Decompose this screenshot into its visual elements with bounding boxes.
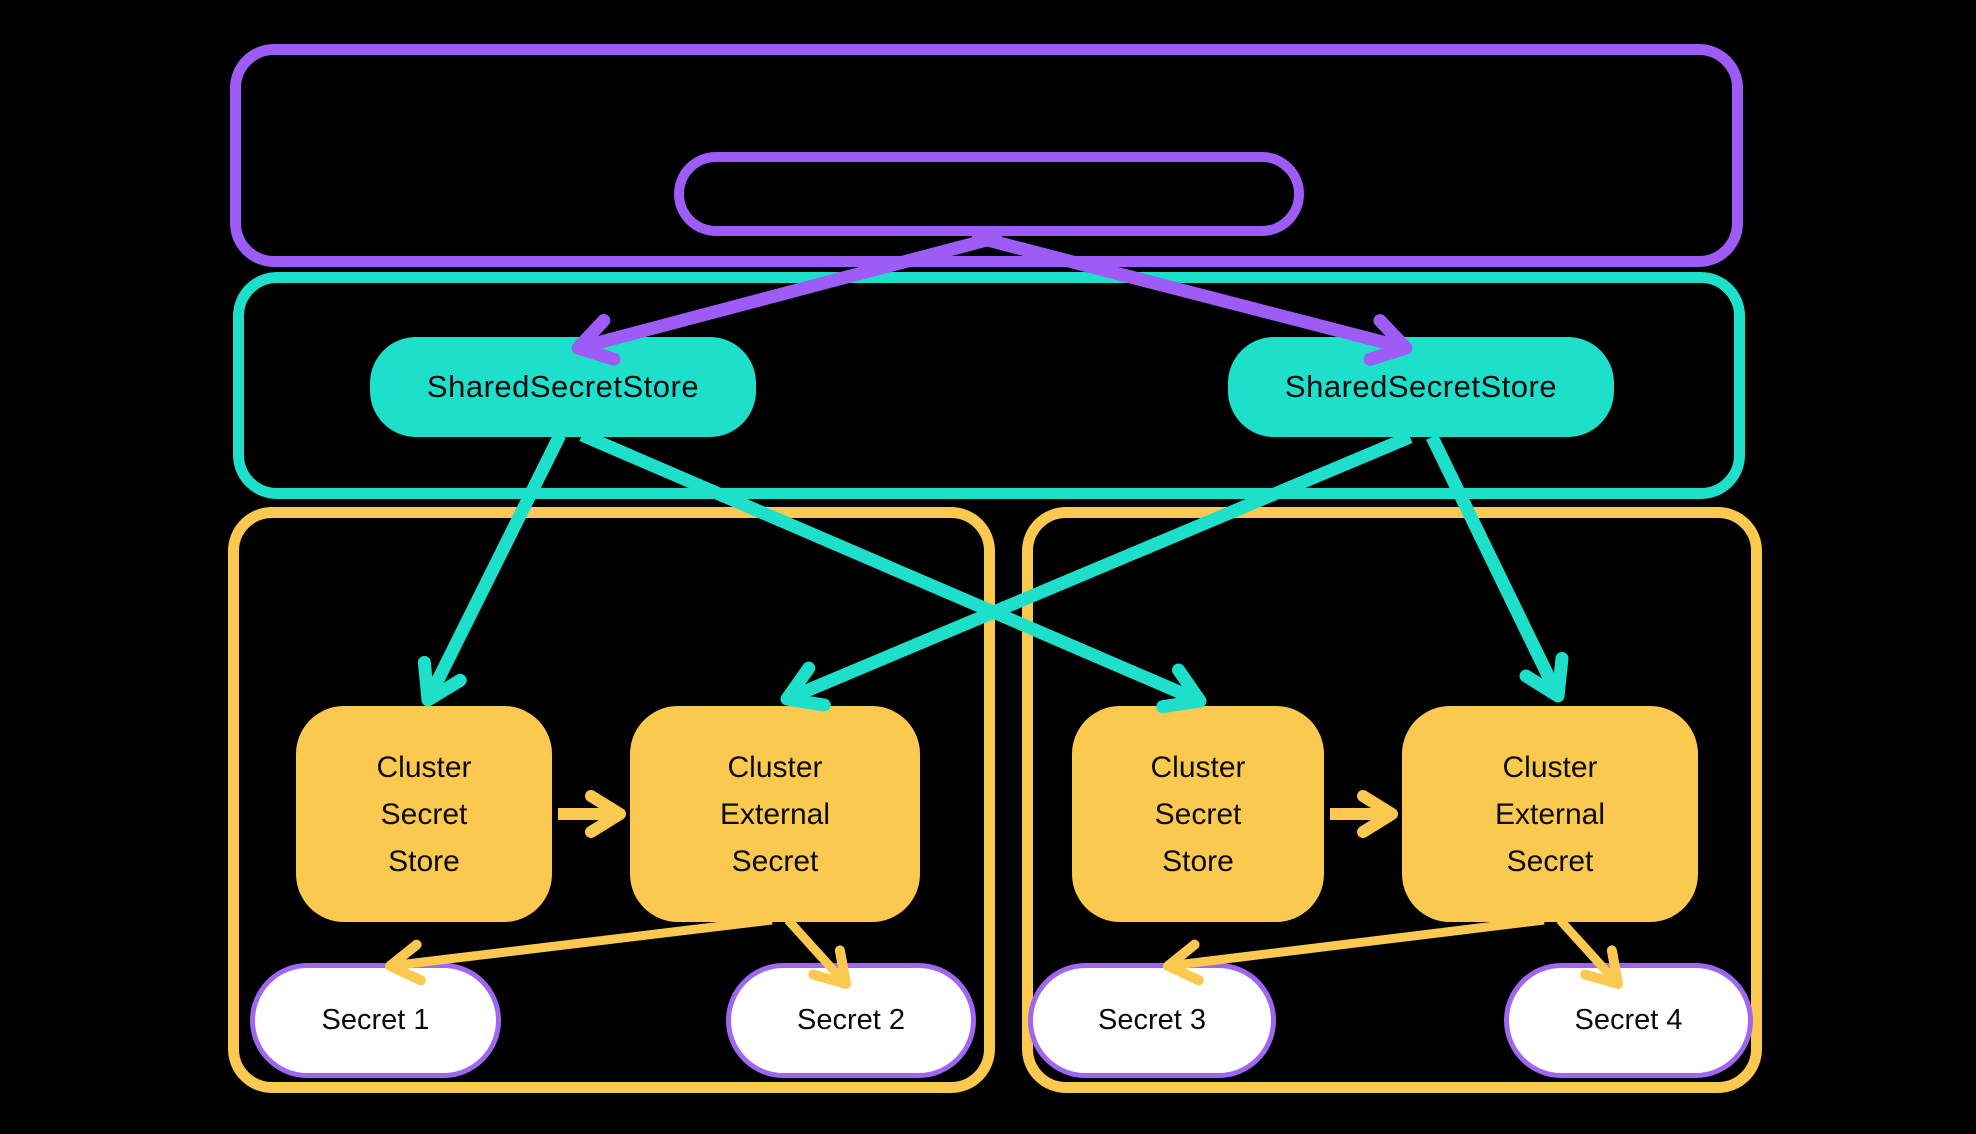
shared-secret-store-left: SharedSecretStore — [370, 337, 756, 437]
shared-secret-store-right: SharedSecretStore — [1228, 337, 1614, 437]
shared-secret-store-left-label: SharedSecretStore — [426, 369, 700, 404]
secret-4-label: Secret 4 — [1574, 1004, 1683, 1036]
secret-3: Secret 3 — [1028, 963, 1276, 1078]
secret-2-label: Secret 2 — [797, 1004, 905, 1036]
cluster-left-external-secret-label: Cluster External Secret — [719, 750, 831, 878]
management-pill — [674, 152, 1304, 236]
secret-2: Secret 2 — [726, 963, 976, 1078]
secret-1: Secret 1 — [250, 963, 501, 1078]
secret-1-label: Secret 1 — [321, 1004, 430, 1036]
cluster-left-secret-store: Cluster Secret Store — [296, 706, 552, 922]
cluster-left-secret-store-label: Cluster Secret Store — [376, 750, 472, 878]
cluster-right-secret-store: Cluster Secret Store — [1072, 706, 1324, 922]
cluster-left-external-secret: Cluster External Secret — [630, 706, 920, 922]
cluster-right-external-secret: Cluster External Secret — [1402, 706, 1698, 922]
cluster-right-external-secret-label: Cluster External Secret — [1494, 750, 1606, 878]
cluster-right-secret-store-label: Cluster Secret Store — [1150, 750, 1246, 878]
shared-secret-store-right-label: SharedSecretStore — [1284, 369, 1558, 404]
secret-3-label: Secret 3 — [1098, 1004, 1206, 1036]
secret-4: Secret 4 — [1504, 963, 1753, 1078]
